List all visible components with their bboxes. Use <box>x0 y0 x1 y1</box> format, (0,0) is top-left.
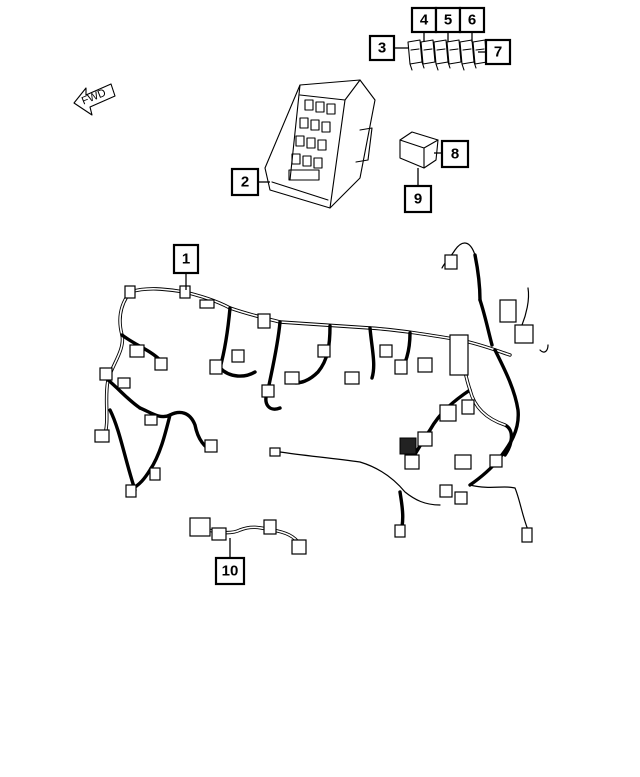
callout-5: 5 <box>434 6 462 34</box>
callout-6-label: 6 <box>468 12 476 29</box>
wiring-harness-illustration <box>94 242 549 543</box>
callout-4-label: 4 <box>420 12 429 29</box>
callout-7: 7 <box>484 38 512 66</box>
relay-illustration <box>399 131 439 169</box>
callout-4: 4 <box>410 6 438 34</box>
fuse-set-illustration <box>407 39 488 71</box>
callout-5-label: 5 <box>444 12 452 29</box>
callout-9: 9 <box>403 184 433 214</box>
callout-3-label: 3 <box>378 40 386 57</box>
callout-9-label: 9 <box>414 191 422 208</box>
callout-3: 3 <box>368 34 396 62</box>
callout-2: 2 <box>230 167 260 197</box>
leader-lines <box>185 32 486 558</box>
callout-8-label: 8 <box>451 146 459 163</box>
fuse-block-illustration <box>264 79 376 209</box>
callout-7-label: 7 <box>494 44 502 61</box>
callout-8: 8 <box>440 139 470 169</box>
callout-1-label: 1 <box>182 251 190 268</box>
callout-6: 6 <box>458 6 486 34</box>
callout-2-label: 2 <box>241 174 249 191</box>
callout-10: 10 <box>214 556 246 586</box>
forward-arrow-icon: FWD <box>73 83 116 116</box>
callout-1: 1 <box>172 243 200 275</box>
jumper-harness-illustration <box>189 517 307 555</box>
callout-10-label: 10 <box>222 563 239 580</box>
